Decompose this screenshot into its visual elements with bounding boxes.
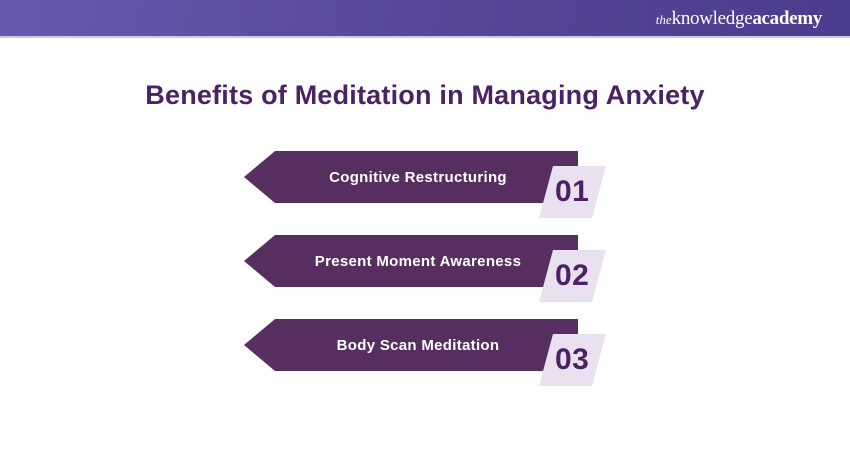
benefit-number: 03 (555, 343, 590, 376)
benefit-label: Present Moment Awareness (314, 252, 522, 270)
benefit-row-1: Cognitive Restructuring 01 (244, 151, 606, 218)
brand-logo-knowledge: knowledge (671, 7, 753, 29)
page-title: Benefits of Meditation in Managing Anxie… (145, 80, 705, 110)
brand-logo: theknowledgeacademy (655, 7, 823, 29)
benefit-banner-arrow: Cognitive Restructuring (244, 151, 578, 203)
benefit-label: Body Scan Meditation (336, 336, 500, 354)
benefit-row-2: Present Moment Awareness 02 (244, 235, 606, 302)
brand-logo-the: the (655, 11, 672, 27)
header-bar: theknowledgeacademy (0, 0, 850, 38)
benefit-banner-arrow: Body Scan Meditation (244, 319, 578, 371)
brand-logo-academy: academy (752, 7, 822, 29)
benefit-label: Cognitive Restructuring (329, 168, 507, 186)
benefit-number: 01 (555, 175, 590, 208)
benefit-row-3: Body Scan Meditation 03 (244, 319, 606, 386)
benefit-banner-arrow: Present Moment Awareness (244, 235, 578, 287)
benefit-number: 02 (555, 259, 590, 292)
